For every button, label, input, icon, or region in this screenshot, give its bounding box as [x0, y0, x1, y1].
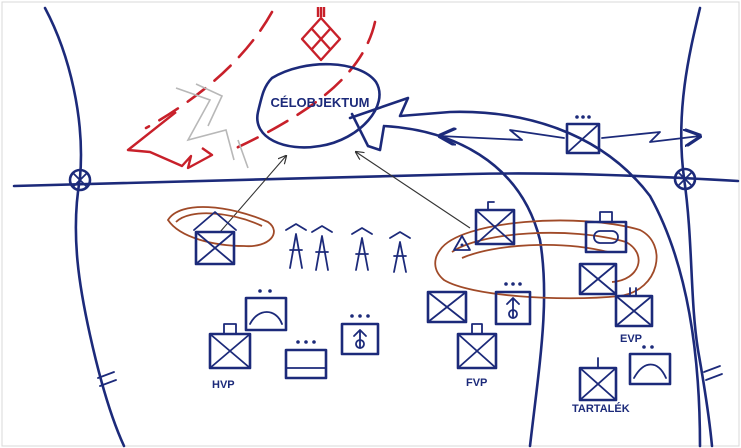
secondary-attack-arrow — [350, 112, 546, 448]
infantry-figure-4-icon — [389, 231, 411, 273]
target-label: CÉLOBJEKTUM — [271, 95, 370, 110]
hvp-label: HVP — [212, 379, 235, 391]
infantry-figure-3-icon — [351, 227, 373, 271]
attack-line-left — [219, 156, 286, 233]
evp-label: EVP — [620, 333, 642, 345]
artillery-unit-left-icon — [340, 314, 380, 356]
support-unit-right-icon — [628, 345, 672, 386]
infantry-figure-1-icon — [285, 223, 307, 269]
tartalek-label: TARTALÉK — [572, 402, 630, 415]
enemy-boundary-inner — [230, 20, 377, 152]
enemy-grey-sketch — [175, 83, 249, 169]
reserve-unit-icon — [578, 357, 618, 402]
unit-right-forward-icon — [474, 201, 516, 246]
recon-arrow-left — [440, 130, 565, 140]
recon-arrow-right — [601, 132, 700, 142]
artillery-unit-icon — [494, 282, 532, 326]
crossing-left-icon — [68, 168, 92, 192]
road-left — [43, 6, 126, 448]
road-right — [679, 6, 714, 448]
logistics-unit-icon — [284, 340, 328, 380]
attack-line-right — [356, 152, 471, 229]
enemy-unit-diamond-icon — [300, 7, 342, 62]
unit-right-middle-icon — [578, 262, 618, 296]
armoured-unit-icon — [584, 211, 628, 254]
unit-middle-right-icon — [426, 290, 468, 324]
main-attack-arrow — [348, 96, 702, 448]
assembly-area-right-inner — [451, 232, 640, 283]
hvp-unit-icon — [208, 323, 252, 370]
fvp-label: FVP — [466, 377, 487, 389]
fvp-unit-icon — [456, 323, 498, 370]
enemy-attack-arrow — [126, 111, 214, 170]
road-mark-right — [703, 365, 723, 381]
crossing-right-icon — [673, 167, 697, 191]
support-unit-left-icon — [244, 289, 288, 332]
road-mark-left — [97, 371, 117, 387]
assembly-area-left — [166, 206, 275, 247]
recon-unit-icon — [565, 115, 601, 155]
target-area-outline — [256, 62, 381, 149]
unit-left-forward-icon — [193, 211, 237, 266]
infantry-figure-2-icon — [311, 225, 333, 271]
evp-unit-icon — [614, 287, 654, 328]
assembly-area-right-inner2 — [461, 244, 609, 259]
road-horizontal — [12, 172, 740, 188]
enemy-boundary-outer — [144, 10, 274, 130]
triangle-marker-icon — [453, 235, 471, 251]
